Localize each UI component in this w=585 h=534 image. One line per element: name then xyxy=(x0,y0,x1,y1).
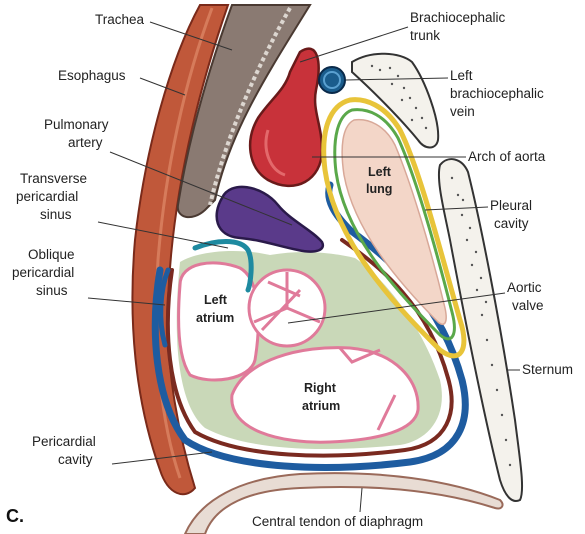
label-arch-of-aorta: Arch of aorta xyxy=(468,149,546,164)
label-left-atrium-2: atrium xyxy=(196,311,234,325)
label-pleural-cavity-2: cavity xyxy=(494,216,529,231)
label-trachea: Trachea xyxy=(95,12,145,27)
label-oblique-sinus-3: sinus xyxy=(36,283,68,298)
label-sternum: Sternum xyxy=(522,362,573,377)
label-pulmonary-artery-1: Pulmonary xyxy=(44,117,109,132)
label-brachiocephalic-trunk-1: Brachiocephalic xyxy=(410,10,506,25)
label-oblique-sinus-2: pericardial xyxy=(12,265,74,280)
label-left-lung-2: lung xyxy=(366,182,392,196)
label-transverse-sinus-2: pericardial xyxy=(16,189,78,204)
label-aortic-valve-1: Aortic xyxy=(507,280,542,295)
label-transverse-sinus-3: sinus xyxy=(40,207,72,222)
label-pleural-cavity-1: Pleural xyxy=(490,198,532,213)
label-pericardial-cavity-1: Pericardial xyxy=(32,434,96,449)
label-transverse-sinus-1: Transverse xyxy=(20,171,87,186)
label-left-atrium-1: Left xyxy=(204,293,228,307)
label-left-brachiocephalic-vein-3: vein xyxy=(450,104,475,119)
label-brachiocephalic-trunk-2: trunk xyxy=(410,28,440,43)
label-central-tendon: Central tendon of diaphragm xyxy=(252,514,423,529)
label-esophagus: Esophagus xyxy=(58,68,126,83)
label-left-brachiocephalic-vein-1: Left xyxy=(450,68,473,83)
panel-letter: C. xyxy=(6,506,24,526)
label-right-atrium-1: Right xyxy=(304,381,337,395)
brachiocephalic-vein-shape xyxy=(319,67,345,93)
label-oblique-sinus-1: Oblique xyxy=(28,247,75,262)
label-right-atrium-2: atrium xyxy=(302,399,340,413)
label-pulmonary-artery-2: artery xyxy=(68,135,103,150)
label-pericardial-cavity-2: cavity xyxy=(58,452,93,467)
label-aortic-valve-2: valve xyxy=(512,298,544,313)
label-left-brachiocephalic-vein-2: brachiocephalic xyxy=(450,86,544,101)
label-left-lung-1: Left xyxy=(368,165,392,179)
